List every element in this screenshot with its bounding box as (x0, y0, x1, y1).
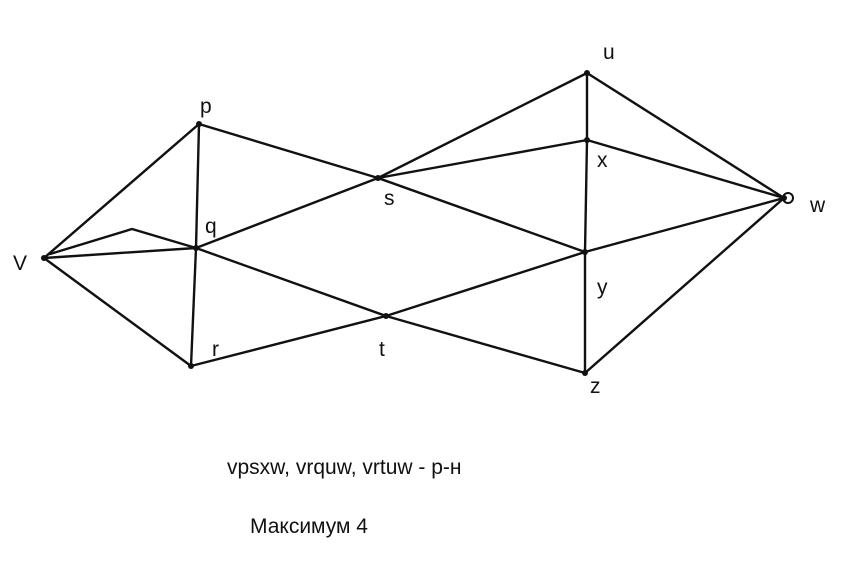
edge-x-w (585, 138, 786, 200)
node-z (582, 370, 588, 376)
maximum-note: Максимум 4 (250, 515, 368, 538)
edge-q-r (189, 246, 198, 368)
edge-s-u (376, 71, 589, 180)
node-label-r: r (212, 338, 219, 361)
sketch-stroke (48, 227, 198, 256)
edge-s-y (376, 176, 587, 254)
edge-t-z (384, 314, 587, 375)
edge-p-s (197, 122, 380, 180)
node-label-t: t (379, 338, 385, 361)
edge-p-q (194, 122, 201, 250)
node-label-u: u (603, 41, 615, 64)
node-w-ring (782, 192, 794, 204)
edge-y-w (583, 196, 786, 254)
node-s (375, 175, 381, 181)
node-label-x: x (597, 149, 608, 172)
node-label-w: w (809, 194, 826, 217)
node-v (41, 255, 47, 261)
node-label-z: z (590, 375, 601, 398)
node-label-v: V (13, 252, 27, 275)
edge-q-s (194, 176, 380, 250)
path-list-note: vpsxw, vrquw, vrtuw - р-н (227, 456, 462, 479)
edge-v-p (42, 122, 201, 260)
node-label-y: y (597, 276, 608, 299)
edge-u-w (585, 71, 786, 200)
edge-v-q (42, 246, 198, 260)
edge-t-y (384, 250, 587, 318)
edge-z-w (583, 196, 786, 375)
node-u (584, 70, 590, 76)
node-label-p: p (200, 95, 212, 118)
edge-x-y (583, 138, 589, 254)
node-t (383, 313, 389, 319)
node-p (196, 121, 202, 127)
node-x (584, 137, 590, 143)
edge-v-r (42, 256, 193, 368)
node-label-q: q (205, 215, 217, 238)
node-q (193, 245, 199, 251)
node-y (582, 249, 588, 255)
node-label-s: s (384, 187, 395, 210)
edge-q-t (194, 246, 388, 318)
edge-r-t (189, 314, 388, 368)
node-r (188, 363, 194, 369)
edge-s-x (376, 138, 589, 180)
